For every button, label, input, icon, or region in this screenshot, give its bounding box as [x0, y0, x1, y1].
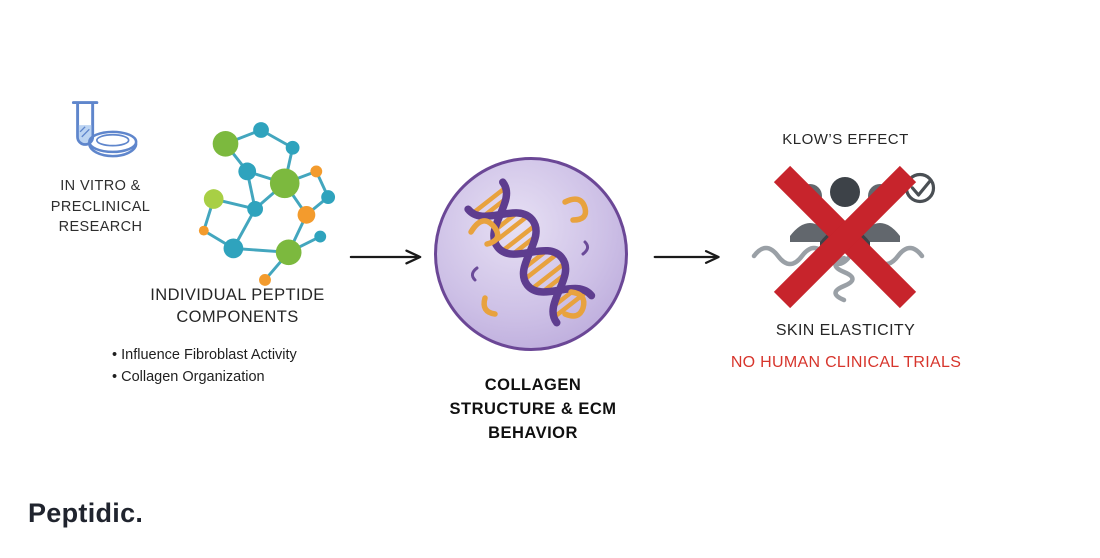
peptide-bullet-list: • Influence Fibroblast Activity • Collag… — [112, 344, 362, 389]
red-x-icon — [773, 165, 917, 309]
arrow-right-icon — [348, 247, 426, 267]
bullet-collagen: • Collagen Organization — [112, 369, 265, 386]
dna-collagen-circle-icon — [434, 157, 628, 351]
skin-elasticity-label: SKIN ELASTICITY — [775, 322, 916, 339]
peptide-molecule-icon — [190, 113, 338, 293]
spring-coil-icon — [833, 255, 855, 303]
no-clinical-trials-warning: NO HUMAN CLINICAL TRIALS — [730, 354, 962, 371]
test-tube-petri-dish-icon — [50, 90, 142, 172]
klows-effect-title: KLOW’S EFFECT — [782, 131, 909, 148]
collagen-curl-icon — [468, 196, 589, 319]
brand-logo: Peptidic. — [28, 498, 144, 528]
people-group-icon — [750, 160, 940, 320]
invitro-research-label: IN VITRO & PRECLINICAL RESEARCH — [50, 178, 151, 236]
peptide-components-title: INDIVIDUAL PEPTIDE COMPONENTS — [150, 286, 325, 327]
arrow-right-icon — [652, 247, 730, 267]
bullet-fibroblast: • Influence Fibroblast Activity — [112, 347, 297, 363]
collagen-structure-label: COLLAGEN STRUCTURE & ECM BEHAVIOR — [449, 376, 617, 442]
